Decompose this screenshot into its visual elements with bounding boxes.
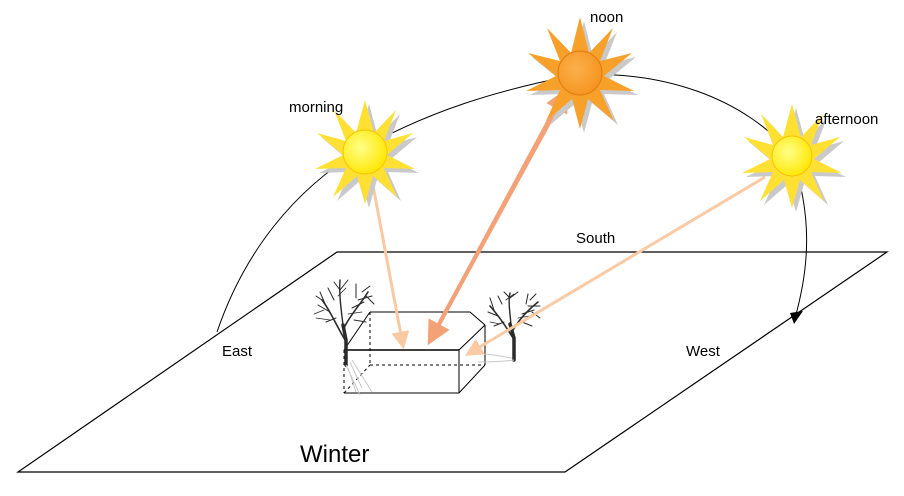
sun-path-arrowhead xyxy=(790,311,803,324)
tree-icon xyxy=(313,279,375,367)
season-title: Winter xyxy=(300,441,369,468)
sun-icon xyxy=(526,17,638,133)
tree-shadow-right xyxy=(477,353,515,363)
direction-label-east: East xyxy=(222,343,253,360)
sun-label-morning: morning xyxy=(289,99,343,116)
sun-label-afternoon: afternoon xyxy=(815,111,878,128)
ray-arrow-noon-up xyxy=(438,87,569,323)
tree-shadow-left xyxy=(345,359,373,396)
direction-label-west: West xyxy=(686,343,721,360)
sun-icon xyxy=(742,104,846,212)
sun-label-noon: noon xyxy=(590,9,623,26)
direction-label-south: South xyxy=(576,230,615,247)
ray-arrow-afternoon xyxy=(464,175,766,356)
ray-arrow-morning xyxy=(370,179,410,350)
ground-plane xyxy=(16,251,889,473)
sun-icon xyxy=(315,100,419,208)
house-outline xyxy=(343,311,486,394)
